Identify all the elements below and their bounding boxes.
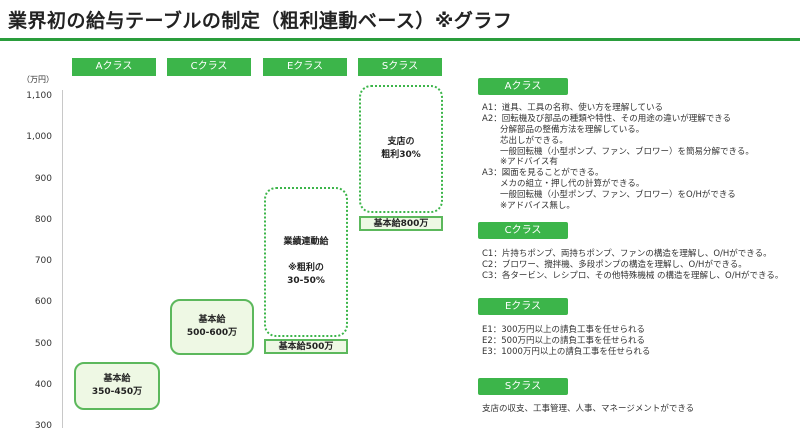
e-desc-line: E2：500万円以上の請負工事を任せられる <box>482 336 646 346</box>
a-desc-line: 分解部品の整備方法を理解している。 <box>500 125 645 135</box>
box-label: 基本給 <box>103 374 131 384</box>
right-tab-a: Aクラス <box>478 78 568 95</box>
e-class-performance-box: 業績連動給 ※粗利の 30-50% <box>264 187 348 337</box>
a-desc-line: 芯出しができる。 <box>500 136 568 146</box>
a-desc-line: 一般回転機（小型ポンプ、ファン、ブロワー）を簡易分解できる。 <box>500 147 754 157</box>
y-axis-unit: （万円） <box>22 75 54 84</box>
y-tick-label: 300 <box>34 421 52 431</box>
s-desc-line: 支店の収支、工事管理、人事、マネージメントができる <box>482 404 695 414</box>
right-tab-c: Cクラス <box>478 222 568 239</box>
box-note: ※粗利の <box>288 263 324 273</box>
y-tick-label: 400 <box>34 380 52 390</box>
box-range: 350-450万 <box>91 387 143 397</box>
y-tick-label: 700 <box>34 256 52 266</box>
a-class-salary-box: 基本給 350-450万 <box>74 362 160 410</box>
c-desc-line: C2：ブロワー、攪拌機、多段ポンプの構造を理解し、O/Hができる。 <box>482 260 747 270</box>
a-desc-line: A1：道具、工具の名称、使い方を理解している <box>482 103 663 113</box>
s-class-base-salary: 基本給800万 <box>359 216 443 231</box>
box-label: 基本給 <box>198 315 226 325</box>
box-range: 粗利30% <box>381 150 421 160</box>
a-desc-line: A2：回転機及び部品の種類や特性、その用途の違いが理解できる <box>482 114 732 124</box>
box-label: 支店の <box>387 137 415 147</box>
y-tick-label: 800 <box>34 215 52 225</box>
y-tick-label: 900 <box>34 174 52 184</box>
right-tab-e: Eクラス <box>478 298 568 315</box>
a-desc-line: ※アドバイス無し。 <box>500 201 575 211</box>
a-desc-line: ※アドバイス有 <box>500 157 558 167</box>
c-desc-line: C1：片持ちポンプ、両持ちポンプ、ファンの構造を理解し、O/Hができる。 <box>482 249 772 259</box>
e-desc-line: E1：300万円以上の請負工事を任せられる <box>482 325 646 335</box>
box-range: 500-600万 <box>186 328 238 338</box>
y-tick-label: 600 <box>34 297 52 307</box>
right-tab-s: Sクラス <box>478 378 568 395</box>
box-range: 30-50% <box>287 276 325 286</box>
a-desc-line: メカの組立・押し代の計算ができる。 <box>500 179 645 189</box>
e-desc-line: E3：1000万円以上の請負工事を任せられる <box>482 347 651 357</box>
a-desc-line: A3：図面を見ることができる。 <box>482 168 604 178</box>
class-tab-a: Aクラス <box>72 58 156 76</box>
box-label: 業績連動給 <box>283 237 329 247</box>
class-tab-e: Eクラス <box>263 58 347 76</box>
page-title: 業界初の給与テーブルの制定（粗利連動ベース）※グラフ <box>8 10 513 32</box>
class-tab-c: Cクラス <box>167 58 251 76</box>
e-class-base-salary: 基本給500万 <box>264 339 348 354</box>
s-class-profit-box: 支店の 粗利30% <box>359 85 443 213</box>
a-desc-line: 一般回転機（小型ポンプ、ファン、ブロワー）をO/Hができる <box>500 190 736 200</box>
y-axis-line <box>62 90 63 428</box>
y-tick-label: 1,100 <box>26 91 52 101</box>
y-tick-label: 1,000 <box>26 132 52 142</box>
title-divider <box>0 38 800 41</box>
class-tab-s: Sクラス <box>358 58 442 76</box>
y-tick-label: 500 <box>34 339 52 349</box>
c-class-salary-box: 基本給 500-600万 <box>170 299 254 355</box>
c-desc-line: C3：各タービン、レシプロ、その他特殊機械 の構造を理解し、O/Hができる。 <box>482 271 784 281</box>
